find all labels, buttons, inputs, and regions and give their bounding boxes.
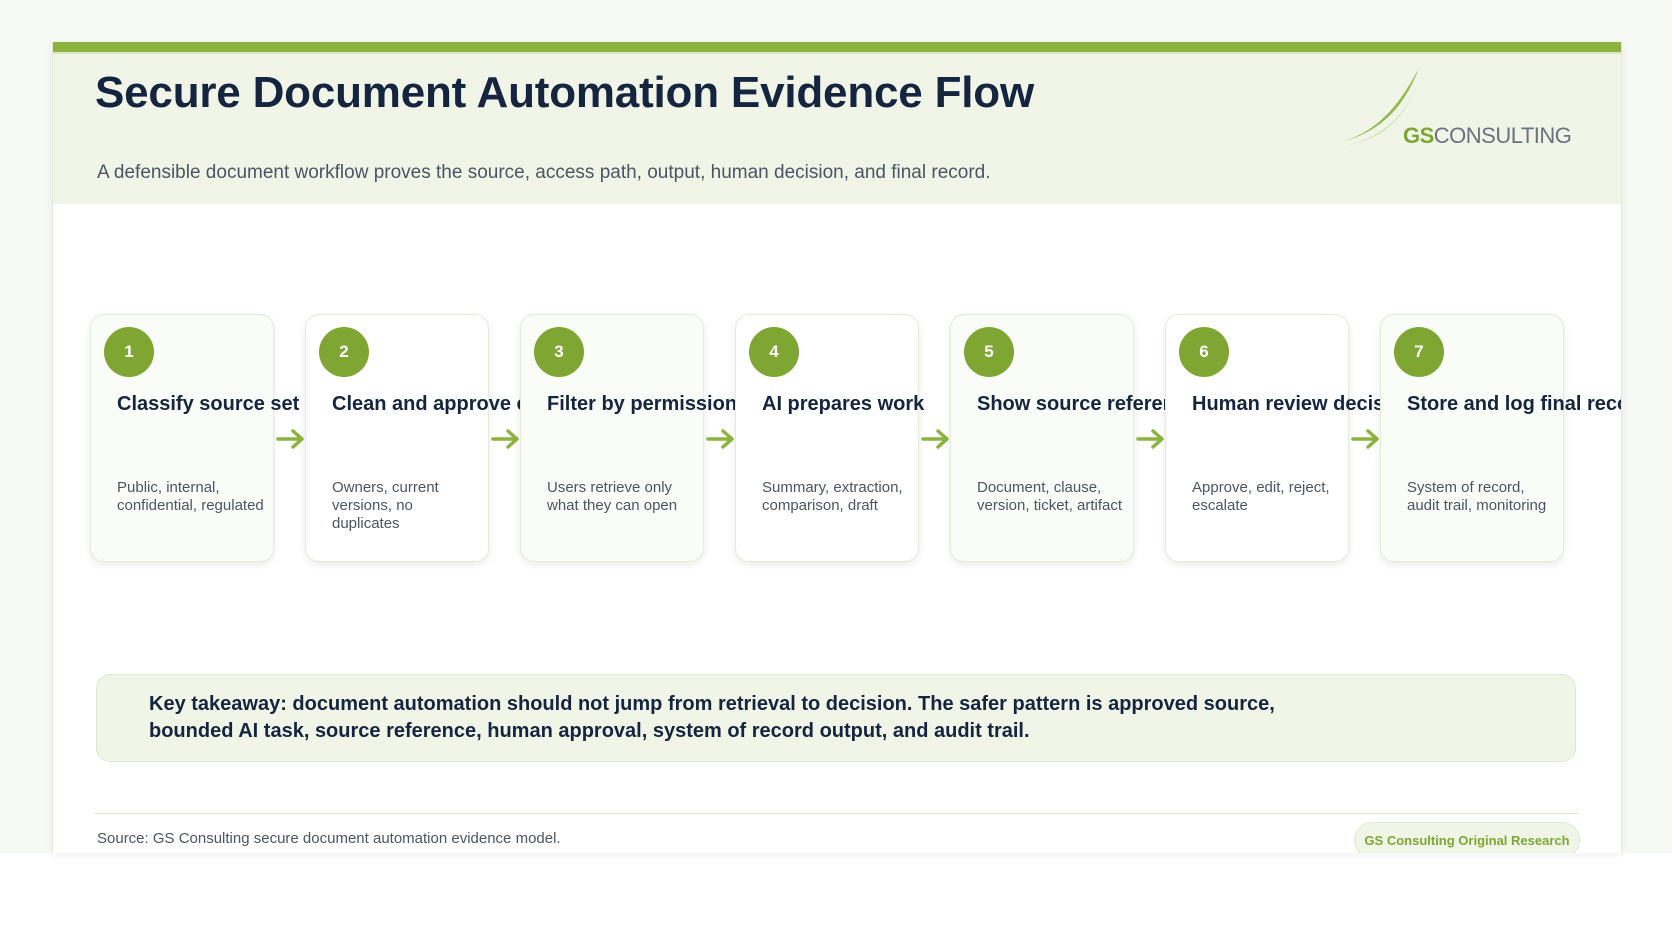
step-description: Summary, extraction, comparison, draft: [762, 479, 903, 514]
page-title: Secure Document Automation Evidence Flow: [95, 68, 1034, 117]
key-takeaway-text: Key takeaway: document automation should…: [149, 693, 1275, 742]
step-number-badge: 1: [104, 327, 154, 377]
step-title: Human review decision: [1192, 393, 1415, 415]
step-number-badge: 2: [319, 327, 369, 377]
step-title: Classify source set: [117, 393, 300, 415]
page-subtitle: A defensible document workflow proves th…: [97, 162, 991, 183]
arrow-right-icon: [1136, 429, 1164, 449]
step-title: AI prepares work: [762, 393, 925, 415]
key-takeaway-panel: Key takeaway: document automation should…: [96, 674, 1576, 762]
step-description: Approve, edit, reject, escalate: [1192, 479, 1330, 514]
step-description: Owners, current versions, no duplicates: [332, 479, 439, 532]
step-card-1: 1 Classify source set Public, internal, …: [90, 314, 300, 562]
step-card-3: 3 Filter by permissions Users retrieve o…: [520, 314, 749, 562]
arrow-right-icon: [491, 429, 519, 449]
source-note: Source: GS Consulting secure document au…: [97, 830, 561, 847]
arrow-right-icon: [276, 429, 304, 449]
step-title: Store and log final record: [1407, 393, 1621, 415]
step-number-badge: 7: [1394, 327, 1444, 377]
step-number-badge: 5: [964, 327, 1014, 377]
arrow-right-icon: [1351, 429, 1379, 449]
step-number-badge: 4: [749, 327, 799, 377]
step-card-7: 7 Store and log final record System of r…: [1380, 314, 1621, 562]
slide-card: Secure Document Automation Evidence Flow…: [52, 42, 1622, 853]
step-description: Users retrieve only what they can open: [547, 479, 678, 514]
step-title: Clean and approve content: [332, 393, 589, 415]
step-description: Document, clause, version, ticket, artif…: [977, 479, 1123, 514]
logo-consulting: CONSULTING: [1433, 123, 1572, 148]
step-title: Filter by permissions: [547, 393, 749, 415]
arrow-right-icon: [921, 429, 949, 449]
step-card-2: 2 Clean and approve content Owners, curr…: [305, 314, 589, 562]
step-description: Public, internal, confidential, regulate…: [117, 479, 264, 514]
step-card-4: 4 AI prepares work Summary, extraction, …: [735, 314, 925, 562]
company-logo-text: GSCONSULTING: [1403, 123, 1572, 149]
accent-bar: [53, 42, 1621, 52]
accent-bar-thin: [53, 52, 1621, 54]
step-card-5: 5 Show source references Document, claus…: [950, 314, 1209, 562]
logo-gs: GS: [1403, 123, 1434, 148]
header-band: Secure Document Automation Evidence Flow…: [53, 54, 1621, 204]
arrow-right-icon: [706, 429, 734, 449]
step-title: Show source references: [977, 393, 1209, 415]
step-card-6: 6 Human review decision Approve, edit, r…: [1165, 314, 1415, 562]
step-number-badge: 6: [1179, 327, 1229, 377]
step-number-badge: 3: [534, 327, 584, 377]
step-description: System of record, audit trail, monitorin…: [1407, 479, 1547, 514]
original-research-badge: GS Consulting Original Research: [1354, 822, 1580, 853]
footer-divider: [95, 813, 1579, 814]
